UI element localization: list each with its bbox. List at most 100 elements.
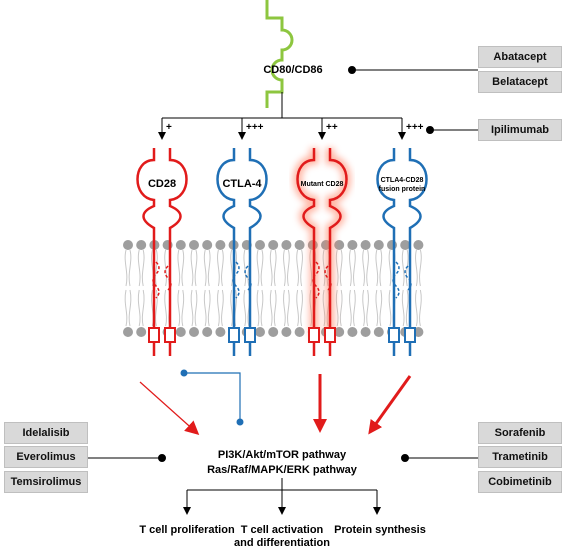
lipid-head — [136, 327, 147, 337]
lipid-head — [255, 240, 265, 250]
lipid-tail — [366, 289, 369, 327]
lipid-tail — [405, 289, 409, 327]
receptor-chain-left — [136, 148, 156, 338]
lipid-tail — [349, 289, 352, 327]
lipid-tail — [207, 249, 211, 287]
lipid-tail — [243, 249, 247, 287]
receptor-transmembrane — [392, 261, 400, 299]
lipid-head — [373, 240, 384, 250]
lipid-head — [400, 240, 411, 250]
drug-ipilimumab: Ipilimumab — [478, 119, 562, 141]
lipid-tail — [256, 289, 260, 327]
lipid-head — [175, 327, 186, 337]
signal-cd28: + — [166, 122, 172, 133]
lipid-tail — [322, 289, 326, 327]
receptor-chain-right — [168, 148, 188, 338]
lipid-tail — [124, 289, 128, 327]
lipid-tail — [190, 289, 194, 327]
receptor-chain-left — [296, 148, 316, 338]
lipid-tail — [388, 289, 392, 327]
lipid-tail — [335, 289, 339, 327]
lipid-head — [387, 240, 397, 250]
lipid-head — [334, 240, 345, 250]
lipid-tail — [287, 289, 290, 327]
lipid-head — [136, 240, 147, 250]
receptor-chain-left — [216, 148, 236, 338]
lipid-tail — [335, 249, 339, 287]
lipid-tail — [300, 249, 303, 287]
lipid-tail — [300, 289, 303, 327]
lipid-head — [281, 240, 292, 250]
lipid-tail — [287, 249, 290, 287]
lipid-tail — [379, 289, 383, 327]
lipid-tail — [128, 249, 132, 287]
lipid-head — [334, 327, 345, 337]
drug-connector-lines — [88, 66, 478, 462]
lipid-tail — [339, 289, 343, 327]
receptor-label-fusion-line2: fusion protein — [378, 186, 426, 193]
receptor-chain-right — [408, 148, 428, 338]
lipid-head — [215, 240, 226, 250]
lipid-tail — [322, 249, 326, 287]
drug-everolimus: Everolimus — [4, 446, 88, 468]
lipid-tail — [375, 289, 379, 327]
lipid-tail — [353, 249, 356, 287]
lipid-tail — [401, 249, 405, 287]
receptors — [136, 148, 428, 356]
receptor-chain-left — [376, 148, 396, 338]
lipid-tail — [141, 249, 145, 287]
lipid-head — [373, 327, 384, 337]
receptor-cyto-box — [244, 327, 256, 343]
lipid-tail — [190, 249, 194, 287]
drug-idelalisib: Idelalisib — [4, 422, 88, 444]
lipid-head — [202, 240, 213, 250]
lipid-tail — [155, 289, 158, 327]
lipid-tail — [243, 289, 247, 327]
receptor-1 — [216, 148, 268, 356]
receptor-chain-right — [328, 148, 348, 338]
lipid-head — [347, 327, 358, 337]
receptor-0 — [136, 148, 188, 356]
lipid-tail — [366, 249, 369, 287]
lipid-tail — [379, 249, 383, 287]
lipid-tail — [181, 289, 185, 327]
lipid-tail — [203, 289, 207, 327]
lipid-tail — [164, 289, 167, 327]
lipid-tail — [419, 249, 422, 287]
receptor-chain-right — [248, 148, 268, 338]
receptor-cyto-box — [148, 327, 160, 343]
lipid-tail — [217, 289, 220, 327]
drug-abatacept: Abatacept — [478, 46, 562, 68]
lipid-head — [123, 327, 133, 337]
receptor-3 — [376, 148, 428, 356]
receptor-label-fusion-line1: CTLA4-CD28 — [380, 177, 424, 184]
outcome-branch-lines — [183, 478, 381, 515]
lipid-head — [294, 327, 305, 337]
lipid-tail — [217, 249, 220, 287]
lipid-tail — [137, 249, 141, 287]
lipid-tail — [273, 249, 277, 287]
outcome-activation-line2: and differentiation — [234, 537, 330, 549]
lipid-head — [189, 327, 199, 337]
lipid-tail — [388, 249, 392, 287]
lipid-tail — [273, 289, 277, 327]
lipid-head — [413, 240, 424, 250]
lipid-head — [294, 240, 305, 250]
ligand-label: CD80/CD86 — [263, 64, 323, 76]
lipid-tail — [128, 289, 132, 327]
lipid-tail — [177, 249, 181, 287]
lipid-head — [175, 240, 186, 250]
lipid-tail — [362, 249, 365, 287]
lipid-tail — [230, 249, 233, 287]
lipid-tail — [296, 289, 299, 327]
lipid-tail — [260, 249, 264, 287]
lipid-tail — [164, 249, 167, 287]
lipid-tail — [177, 289, 181, 327]
lipid-tail — [339, 249, 343, 287]
lipid-tail — [353, 289, 356, 327]
lipid-head — [281, 327, 292, 337]
lipid-tail — [141, 289, 145, 327]
lipid-tail — [349, 249, 352, 287]
lipid-tail — [283, 289, 286, 327]
